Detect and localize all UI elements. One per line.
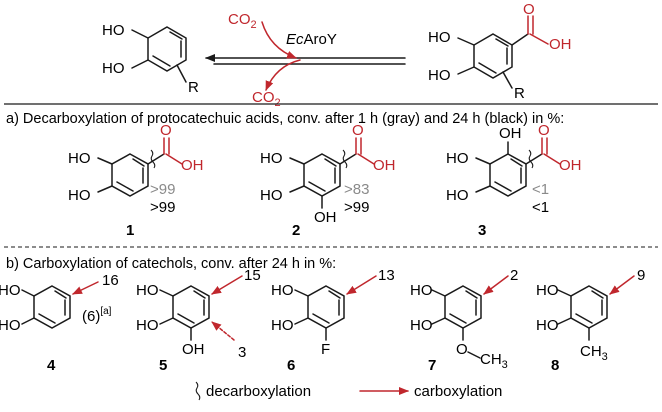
oh-label: OH bbox=[499, 125, 522, 142]
o-label: O bbox=[352, 122, 364, 139]
ho-label: HO bbox=[102, 60, 125, 77]
co2-label-top: CO2 bbox=[228, 11, 257, 31]
co2-in-curve bbox=[261, 21, 297, 59]
catechol-structure: HO HO R bbox=[102, 22, 199, 96]
ho-label: HO bbox=[260, 150, 283, 167]
conv-value: 2 bbox=[510, 267, 518, 284]
compound-4: HO HO 16 (6)[a] 4 bbox=[0, 272, 119, 374]
ho-label: HO bbox=[136, 317, 159, 334]
compound-number: 7 bbox=[428, 357, 436, 374]
ho-label: HO bbox=[68, 187, 91, 204]
conv-1h: >83 bbox=[344, 181, 369, 198]
ho-label: HO bbox=[410, 282, 433, 299]
conv-value: 15 bbox=[244, 267, 261, 284]
compound-8: HO HO CH3 9 8 bbox=[536, 267, 645, 374]
ho-label: HO bbox=[446, 150, 469, 167]
oh-label: OH bbox=[373, 157, 396, 174]
conv-24h: >99 bbox=[344, 199, 369, 216]
compound-number: 1 bbox=[126, 222, 134, 239]
oh-label: OH bbox=[559, 157, 582, 174]
co2-out-curve bbox=[265, 59, 301, 91]
legend-decarboxylation: decarboxylation bbox=[206, 383, 311, 400]
compound-2: O OH HO HO OH >83 >99 2 bbox=[260, 122, 396, 239]
conv-value: 13 bbox=[378, 267, 395, 284]
section-b-title: b) Carboxylation of catechols, conv. aft… bbox=[6, 256, 336, 272]
conv-value: 16 bbox=[102, 272, 119, 289]
ho-label: HO bbox=[260, 187, 283, 204]
conv-minor-value: 3 bbox=[238, 344, 246, 361]
r-label: R bbox=[188, 79, 199, 96]
methyl-label: CH3 bbox=[480, 351, 508, 371]
compound-number: 5 bbox=[159, 357, 167, 374]
methoxy-label: O bbox=[456, 341, 468, 358]
compound-number: 6 bbox=[287, 357, 295, 374]
ho-label: HO bbox=[271, 282, 294, 299]
enzyme-label: EcAroY bbox=[286, 31, 337, 48]
oh-label: OH bbox=[549, 36, 572, 53]
oh-label: OH bbox=[181, 157, 204, 174]
compound-7: HO HO O CH3 2 7 bbox=[410, 267, 518, 374]
conv-24h: <1 bbox=[532, 199, 549, 216]
ho-label: HO bbox=[102, 22, 125, 39]
r-label: R bbox=[514, 85, 525, 102]
ho-label: HO bbox=[428, 67, 451, 84]
oh-label: OH bbox=[314, 209, 337, 226]
protocatechuic-acid-structure: O OH HO HO R bbox=[428, 1, 572, 102]
ho-label: HO bbox=[536, 282, 559, 299]
ho-label: HO bbox=[428, 29, 451, 46]
oh-label: OH bbox=[182, 341, 205, 358]
ho-label: HO bbox=[271, 317, 294, 334]
o-label: O bbox=[523, 1, 535, 18]
ho-label: HO bbox=[446, 187, 469, 204]
conv-1h: <1 bbox=[532, 181, 549, 198]
compound-number: 8 bbox=[551, 357, 559, 374]
ho-label: HO bbox=[0, 282, 21, 299]
ho-label: HO bbox=[68, 150, 91, 167]
compound-3: O OH OH HO HO <1 <1 3 bbox=[446, 122, 582, 239]
legend: decarboxylation carboxylation bbox=[195, 381, 502, 401]
top-equilibrium: HO HO R CO2 CO2 EcAroY O OH HO HO bbox=[102, 1, 572, 109]
ho-label: HO bbox=[136, 282, 159, 299]
compound-number: 4 bbox=[47, 357, 56, 374]
compound-6: HO HO F 13 6 bbox=[271, 267, 395, 374]
footnote-value: (6)[a] bbox=[82, 306, 112, 325]
conv-value: 9 bbox=[637, 267, 645, 284]
section-a-title: a) Decarboxylation of protocatechuic aci… bbox=[6, 111, 564, 127]
compound-number: 3 bbox=[478, 222, 486, 239]
conv-1h: >99 bbox=[150, 181, 175, 198]
wavy-bond-legend-icon bbox=[195, 381, 201, 401]
legend-carboxylation: carboxylation bbox=[414, 383, 502, 400]
ho-label: HO bbox=[0, 317, 21, 334]
conv-24h: >99 bbox=[150, 199, 175, 216]
compound-5: HO HO OH 15 3 5 bbox=[136, 267, 261, 374]
ho-label: HO bbox=[410, 317, 433, 334]
compound-1: O OH HO HO >99 >99 1 bbox=[68, 122, 204, 239]
ho-label: HO bbox=[536, 317, 559, 334]
compound-number: 2 bbox=[292, 222, 300, 239]
co2-label-bottom: CO2 bbox=[252, 89, 281, 109]
o-label: O bbox=[538, 122, 550, 139]
fluoro-label: F bbox=[321, 341, 330, 358]
o-label: O bbox=[160, 122, 172, 139]
methyl-label: CH3 bbox=[580, 343, 608, 363]
